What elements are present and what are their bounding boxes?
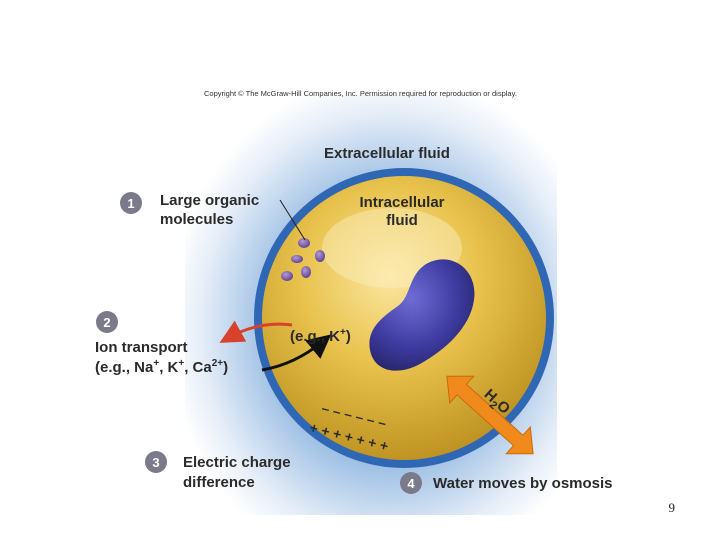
ion-influx-arrow [261, 334, 332, 372]
ion-examples-label: (e.g., Na+, K+, Ca2+) [95, 358, 228, 376]
organic-molecule [291, 255, 303, 263]
intracellular-label-line2: fluid [386, 212, 418, 229]
step-badge [120, 192, 142, 214]
copyright-text: Copyright © The McGraw-Hill Companies, I… [204, 89, 517, 98]
step-badge [145, 451, 167, 473]
slide-number: 9 [668, 500, 676, 515]
organic-pointer-line [279, 199, 306, 241]
water-arrow-shape [446, 375, 534, 455]
ion-transport-label: Ion transport [95, 339, 188, 356]
water-osmosis-label: Water moves by osmosis [433, 475, 613, 492]
step-number: 1 [127, 196, 134, 211]
step-number: 4 [407, 476, 415, 491]
organic-molecule [315, 250, 325, 262]
extracellular-label: Extracellular fluid [324, 145, 450, 162]
organic-label-line1: Large organic [160, 192, 259, 209]
step-number: 3 [152, 455, 159, 470]
step-number: 2 [103, 315, 110, 330]
step-badge [96, 311, 118, 333]
organic-label-line2: molecules [160, 211, 233, 228]
organic-molecule [298, 238, 310, 248]
step-3: 3 Electric charge difference [145, 451, 291, 491]
intracellular-label-line1: Intracellular [359, 194, 444, 211]
potassium-example-label: (e.g., K+) [290, 327, 351, 345]
organic-molecule [301, 266, 311, 278]
step-badge [400, 472, 422, 494]
nucleus [369, 259, 475, 371]
organic-molecules [281, 238, 325, 281]
electric-charge-label-line2: difference [183, 474, 255, 491]
step-2: 2 Ion transport (e.g., Na+, K+, Ca2+) [95, 311, 228, 376]
ion-efflux-arrow [219, 320, 293, 343]
electric-charge-label-line1: Electric charge [183, 454, 291, 471]
organic-molecule [281, 271, 293, 281]
step-1: 1 Large organic molecules [120, 192, 259, 228]
step-4: 4 Water moves by osmosis [400, 472, 613, 494]
